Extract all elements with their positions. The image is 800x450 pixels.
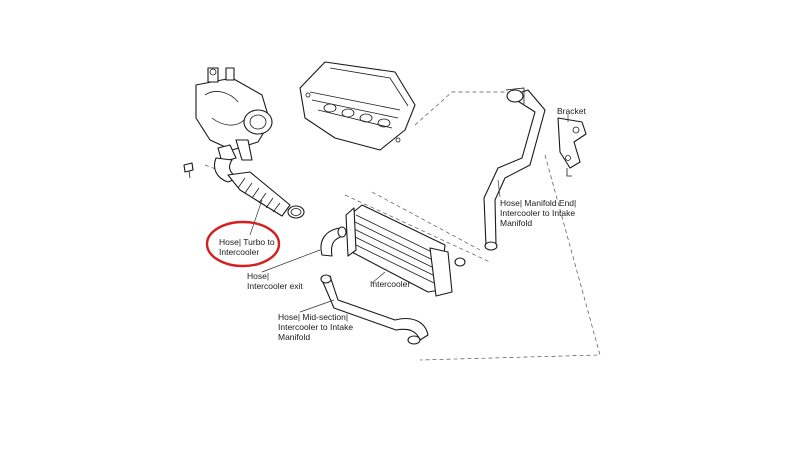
leader-lines <box>249 114 569 313</box>
hose-manifold-end <box>483 87 546 251</box>
label-bracket: Bracket <box>557 106 586 116</box>
intercooler-core <box>345 204 466 297</box>
label-intercooler: Intercooler <box>370 279 410 289</box>
label-mid-section: Hose| Mid-section| Intercooler to Intake… <box>278 312 356 342</box>
hose-turbo-to-intercooler <box>213 144 291 217</box>
hose-mid-section <box>320 274 429 345</box>
highlight-circle <box>205 220 281 268</box>
turbocharger <box>195 67 273 161</box>
bolt <box>183 162 194 179</box>
hose-intercooler-exit <box>320 226 347 257</box>
label-turbo-to-intercooler: Hose| Turbo to Intercooler <box>219 237 277 257</box>
clamp <box>287 205 305 219</box>
label-manifold-end: Hose| Manifold End| Intercooler to Intak… <box>500 198 579 228</box>
intake-manifold <box>299 61 416 151</box>
label-intercooler-exit: Hose| Intercooler exit <box>247 271 303 291</box>
bracket-part <box>557 117 587 177</box>
